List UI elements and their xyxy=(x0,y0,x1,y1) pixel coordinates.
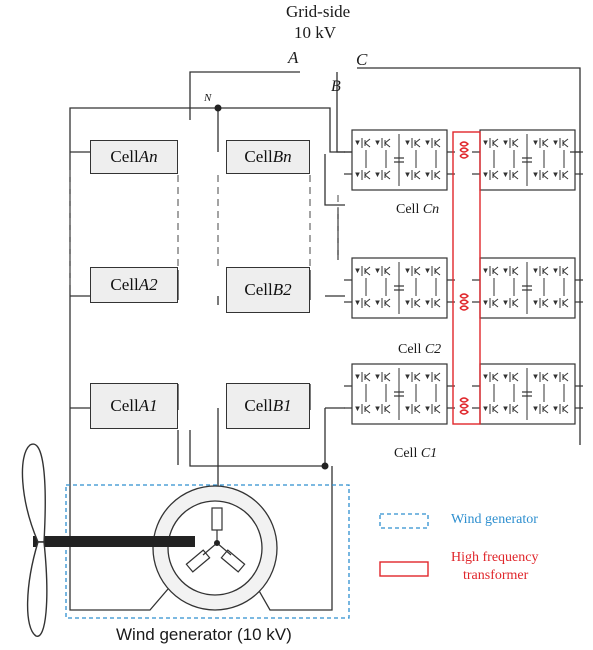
wiring xyxy=(69,67,581,611)
cell-index: Cn xyxy=(422,202,440,217)
figure-caption: Wind generator (10 kV) xyxy=(116,625,292,644)
phase-c-converters xyxy=(344,129,583,425)
cell-prefix: Cell xyxy=(110,147,139,166)
cell-prefix: Cell xyxy=(110,275,139,294)
cell-b1: Cell B1 xyxy=(226,383,310,429)
legend-hf-line2: transformer xyxy=(463,568,529,583)
junction-node xyxy=(321,462,329,470)
neutral-node xyxy=(214,104,222,112)
turbine-blades xyxy=(21,443,48,637)
phase-a-label: A xyxy=(288,48,299,67)
neutral-label: N xyxy=(204,92,212,104)
h-bridge-converter xyxy=(344,129,455,191)
cell-prefix: Cell xyxy=(394,446,421,461)
cell-b2: Cell B2 xyxy=(226,267,310,313)
series-continuation-dashes xyxy=(69,170,339,285)
cell-index: A1 xyxy=(138,396,158,415)
legend-blue-swatch xyxy=(379,513,429,529)
cell-prefix: Cell xyxy=(396,202,423,217)
cell-index: Bn xyxy=(272,147,292,166)
cell-c1-label: Cell C1 xyxy=(394,446,437,462)
h-bridge-converter xyxy=(472,129,583,191)
cell-index: B1 xyxy=(272,396,292,415)
legend-red-swatch xyxy=(379,561,429,577)
legend-wind-generator-text: Wind generator xyxy=(451,512,538,527)
cell-prefix: Cell xyxy=(244,147,273,166)
h-bridge-converter xyxy=(472,257,583,319)
hf-transformer-outline xyxy=(452,131,481,425)
grid-title-line1: Grid-side xyxy=(286,2,351,21)
phase-c-label: C xyxy=(356,50,368,69)
cell-index: C2 xyxy=(424,342,442,357)
cell-prefix: Cell xyxy=(110,396,139,415)
generator-center xyxy=(214,540,220,546)
cell-a1: Cell A1 xyxy=(90,383,178,429)
phase-b-label: B xyxy=(331,78,341,95)
cell-cn-label: Cell Cn xyxy=(396,202,439,218)
generator-windings xyxy=(185,507,246,573)
cell-a2: Cell A2 xyxy=(90,267,178,303)
legend-hf-line1: High frequency xyxy=(451,550,539,565)
hf-transformer-coils xyxy=(459,141,469,415)
cell-prefix: Cell xyxy=(244,396,273,415)
turbine-shaft xyxy=(33,536,195,547)
grid-title-line2: 10 kV xyxy=(294,23,337,42)
cell-c2-label: Cell C2 xyxy=(398,342,441,358)
h-bridge-converter xyxy=(344,363,455,425)
cell-index: C1 xyxy=(420,446,438,461)
cell-bn: Cell Bn xyxy=(226,140,310,174)
cell-index: B2 xyxy=(272,280,292,299)
cell-an: Cell An xyxy=(90,140,178,174)
h-bridge-converter xyxy=(472,363,583,425)
cell-prefix: Cell xyxy=(398,342,425,357)
wind-generator-dashed-box xyxy=(65,484,350,619)
cell-index: An xyxy=(138,147,158,166)
cell-index: A2 xyxy=(138,275,158,294)
cell-prefix: Cell xyxy=(244,280,273,299)
h-bridge-converter xyxy=(344,257,455,319)
